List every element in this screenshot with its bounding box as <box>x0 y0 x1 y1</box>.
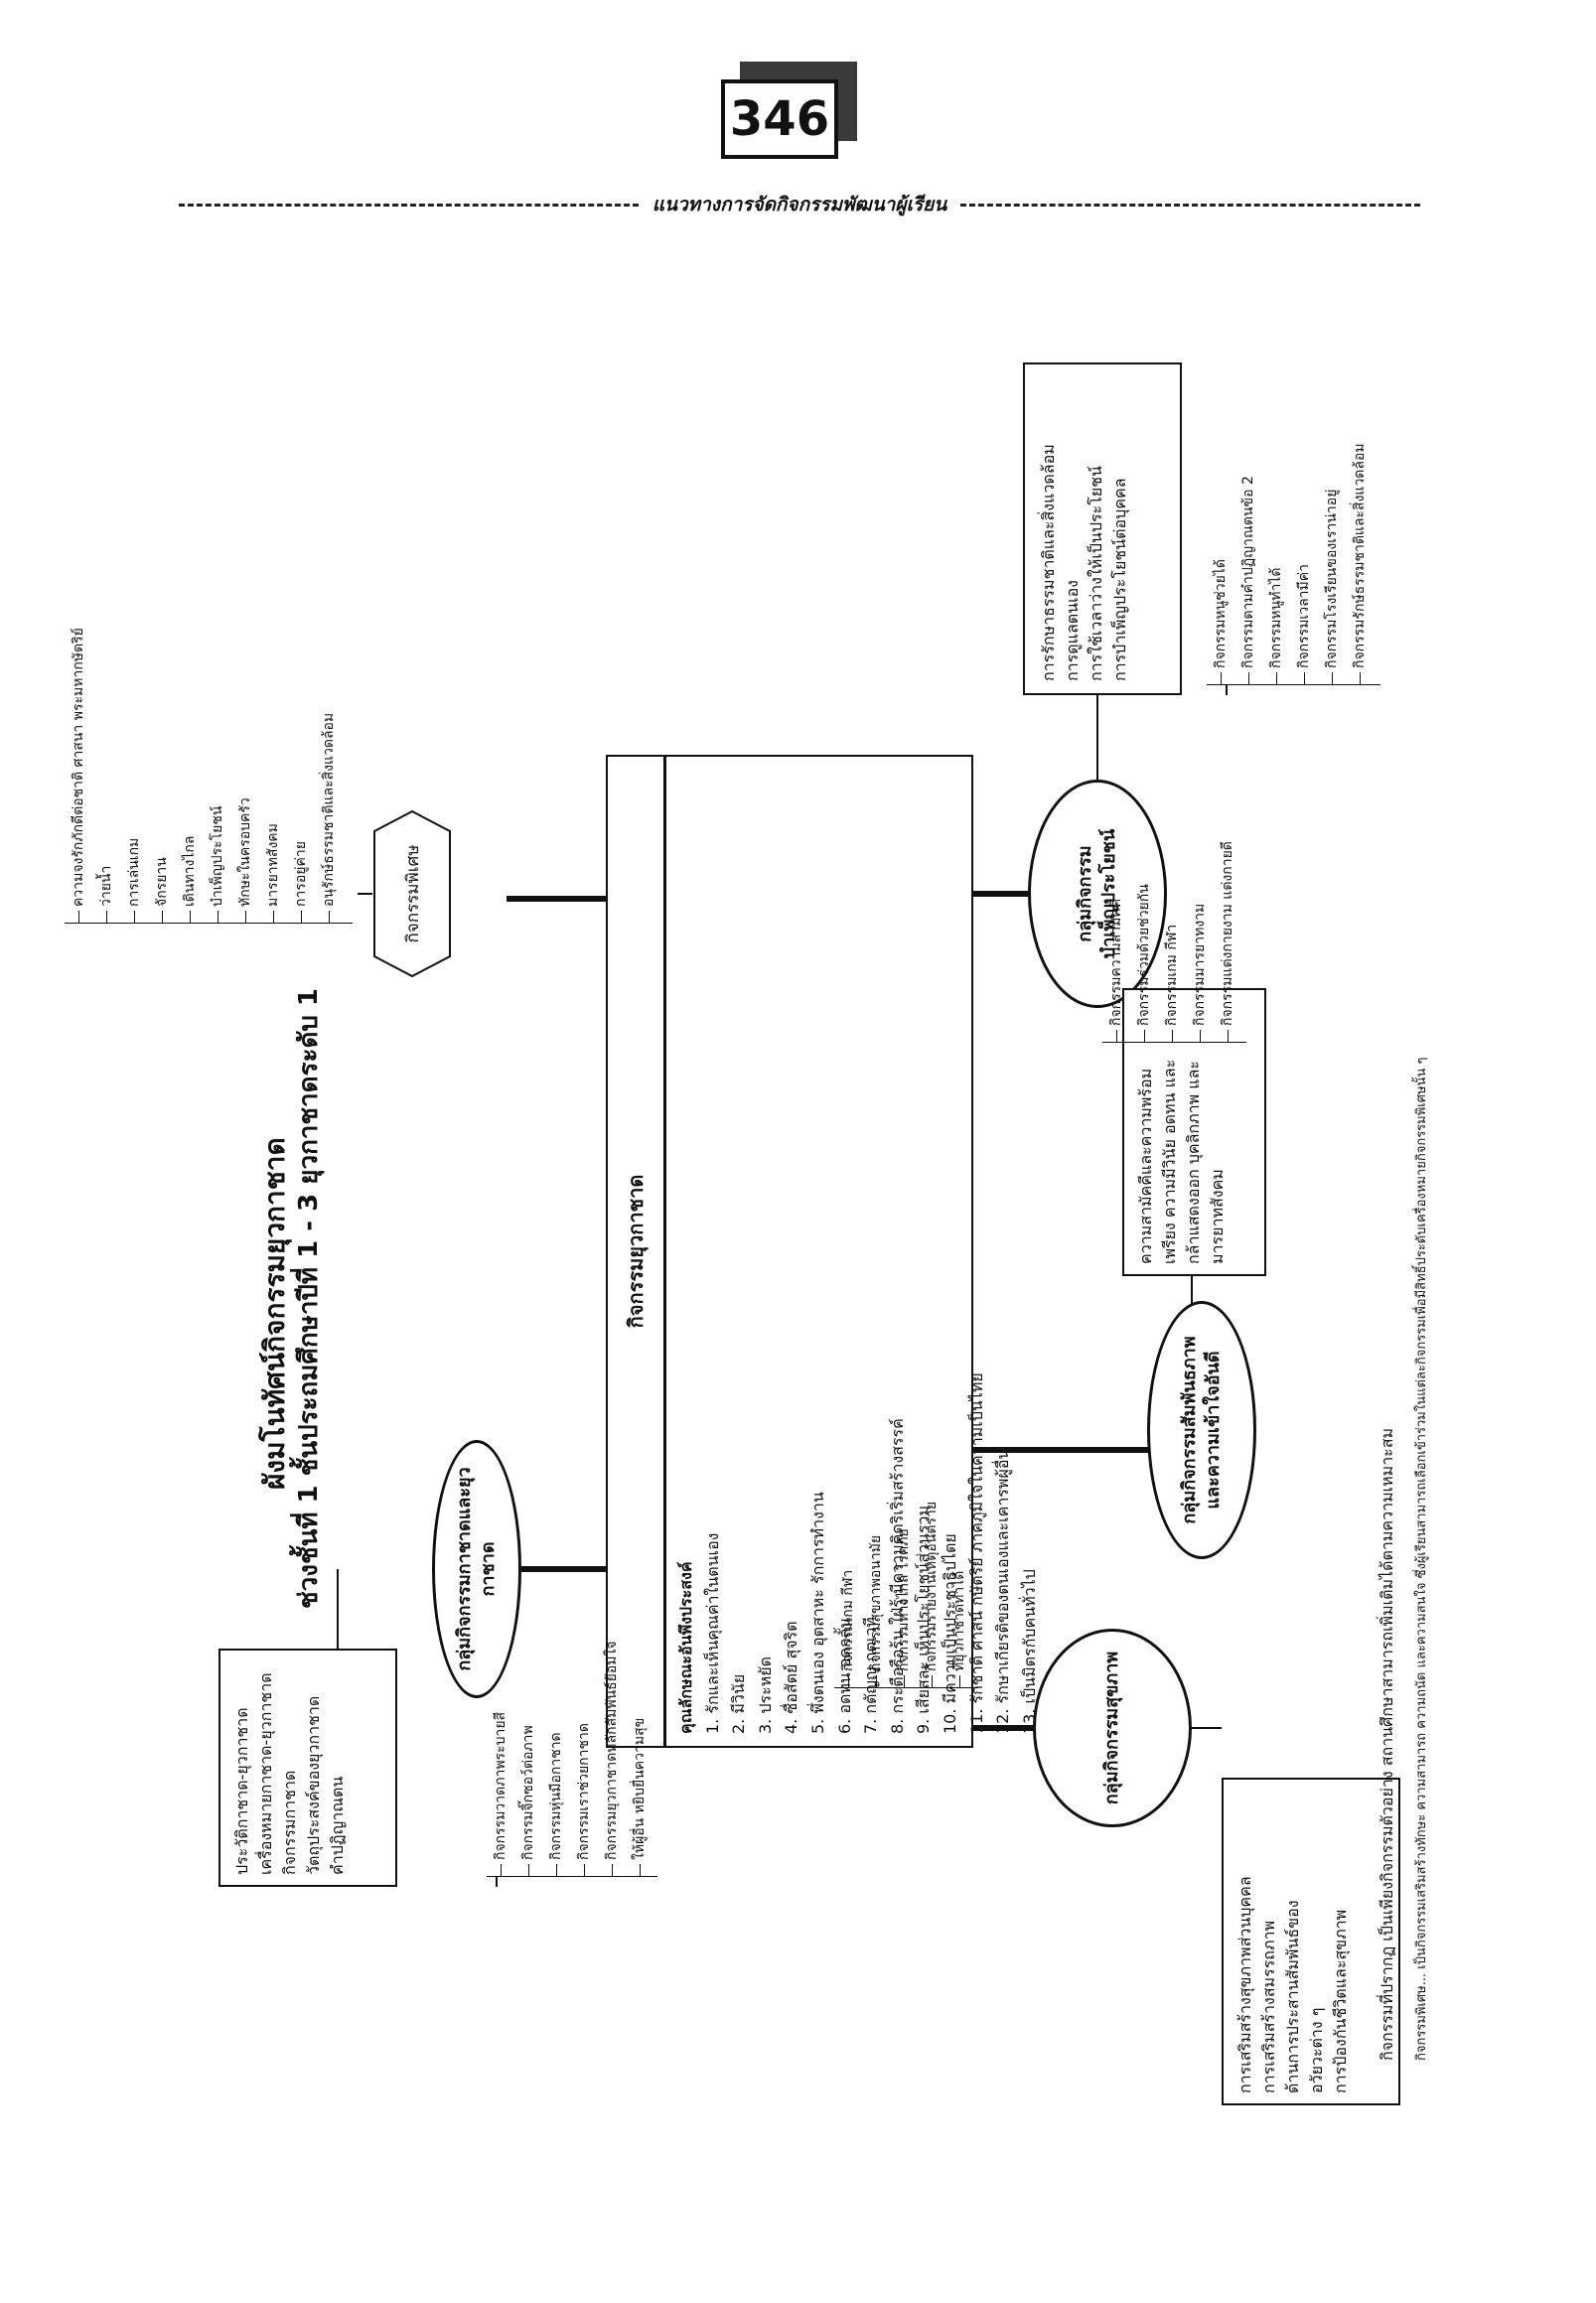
center-subtitle: คุณลักษณะอันพึงประสงค์ <box>676 1561 695 1734</box>
relations-activity: กิจกรรมความสามัคคี <box>1102 841 1130 1042</box>
special-activity: บำเพ็ญประโยชน์ <box>204 628 231 923</box>
health-topic: การเสริมสร้างสมรรถภาพ <box>1259 1920 1278 2093</box>
health-topic: ด้านการประสานสัมพันธ์ของ <box>1283 1900 1302 2093</box>
service-topic: การใช้เวลาว่างให้เป็นประโยชน์ <box>1087 466 1105 681</box>
history-activity: กิจกรรมจิ๊กซอว์ต่อภาพ <box>514 1641 542 1876</box>
trait-item: 3. ประหยัด <box>755 1655 775 1734</box>
footnote-2: กิจกรรมพิเศษ... เป็นกิจกรรมเสริมสร้างทัก… <box>1414 1057 1429 2061</box>
trait-item: 13. เป็นมิตรกับคนทั่วไป <box>1019 1569 1039 1734</box>
relations-activity: กิจกรรมร่วมด้วยช่วยกัน <box>1130 841 1158 1042</box>
history-topic: คำปฏิญาณตน <box>328 1776 347 1875</box>
special-activity: การเล่นเกม <box>120 628 148 923</box>
header-title: แนวทางการจัดกิจกรรมพัฒนาผู้เรียน <box>652 194 947 216</box>
service-activity: กิจกรรมเวลามีค่า <box>1290 443 1318 684</box>
health-activity: กิจกรรมห่างไกล โรคภัย <box>890 1502 918 1687</box>
special-activity: ทักษะในครอบครัว <box>231 628 259 923</box>
health-activity: กิจกรรมสุขภาพอนามัย <box>862 1502 890 1687</box>
history-activity: กิจกรรมเราช่วยกาชาด <box>570 1641 598 1876</box>
running-header: แนวทางการจัดกิจกรรมพัฒนาผู้เรียน <box>179 194 1421 216</box>
health-group-oval: กลุ่มกิจกรรมสุขภาพ <box>1033 1629 1192 1827</box>
service-activity: กิจกรรมรักษ์ธรรมชาติและสิ่งแวดล้อม <box>1346 443 1374 684</box>
service-topic: การดูแลตนเอง <box>1063 580 1082 681</box>
health-topic: การป้องกันชีวิตและสุขภาพ <box>1331 1909 1350 2093</box>
diagram-subtitle: ช่วงชั้นที่ 1 ชั้นประถมศึกษาปีที่ 1 - 3 … <box>288 988 329 1609</box>
special-activity: อนุรักษ์ธรรมชาติและสิ่งแวดล้อม <box>315 628 343 923</box>
connector-lines <box>337 680 1361 1957</box>
title-line-2: ช่วงชั้นที่ 1 ชั้นประถมศึกษาปีที่ 1 - 3 … <box>294 987 324 1609</box>
service-activity: กิจกรรมตามคำปฏิญาณตนข้อ 2 <box>1234 443 1262 684</box>
service-activity: กิจกรรมหนูช่วยได้ <box>1207 443 1234 684</box>
history-topic: เครื่องหมายกาชาด-ยุวกาชาด <box>256 1672 275 1875</box>
service-activity: กิจกรรมโรงเรียนของเราน่าอยู่ <box>1318 443 1346 684</box>
health-activity: กิจกรรมรายงานเหตุอันตราย <box>918 1502 945 1687</box>
health-activity: กิจกรรมเกม กีฬา <box>834 1502 862 1687</box>
relations-group-label-1: กลุ่มกิจกรรมสัมพันธภาพ <box>1178 1336 1200 1524</box>
health-topic: อวัยวะต่าง ๆ <box>1307 2007 1326 2093</box>
footnote-1: กิจกรรมที่ปรากฏ เป็นเพียงกิจกรรมตัวอย่าง… <box>1378 1427 1396 2061</box>
service-activities: กิจกรรมหนูช่วยได้ กิจกรรมตามคำปฏิญาณตนข้… <box>1207 443 1380 685</box>
service-topic: การบำเพ็ญประโยชน์ต่อบุคคล <box>1110 478 1129 681</box>
trait-item: 1. รักและเห็นคุณค่าในตนเอง <box>702 1532 722 1735</box>
history-topic: กิจกรรมกาชาด <box>280 1770 299 1875</box>
relations-activity: กิจกรรมมารยาทงาม <box>1186 841 1214 1042</box>
special-activity: เดินทางไกล <box>176 628 204 923</box>
special-activities: ความจงรักภักดีต่อชาติ ศาสนา พระมหากษัตริ… <box>65 628 353 924</box>
trait-item: 12. รักษาเกียรติของตนเองและเคารพผู้อื่น <box>993 1448 1013 1734</box>
health-topic: การเสริมสร้างสุขภาพส่วนบุคคล <box>1235 1876 1254 2093</box>
hexagon-shape <box>373 809 451 978</box>
concept-map: ผังมโนทัศน์กิจกรรมยุวกาชาด ช่วงชั้นที่ 1… <box>65 338 1410 2125</box>
history-activity: กิจกรรมวาดภาพระบายสี <box>487 1641 514 1876</box>
history-box: ประวัติกาชาด-ยุวกาชาด เครื่องหมายกาชาด-ย… <box>218 1649 397 1887</box>
relations-group-label-2: และความเข้าใจอันดี <box>1203 1351 1224 1510</box>
special-group-label: กิจกรรมพิเศษ <box>402 844 423 943</box>
health-group-label: กลุ่มกิจกรรมสุขภาพ <box>1100 1651 1122 1805</box>
special-activity: การอยู่ค่าย <box>287 628 315 923</box>
relations-activities: กิจกรรมความสามัคคี กิจกรรมร่วมด้วยช่วยกั… <box>1102 841 1246 1043</box>
health-box: การเสริมสร้างสุขภาพส่วนบุคคล การเสริมสร้… <box>1222 1778 1400 2105</box>
center-title: กิจกรรมยุวกาชาด <box>608 757 666 1746</box>
relations-activity: กิจกรรมแต่งกายงาม แต่งกายดี <box>1214 841 1241 1042</box>
special-activity: ความจงรักภักดีต่อชาติ ศาสนา พระมหากษัตริ… <box>65 628 92 923</box>
health-topics: การเสริมสร้างสุขภาพส่วนบุคคล การเสริมสร้… <box>1233 1790 1353 2093</box>
health-activity: ที่ยุวกาชาดทำได้ <box>945 1502 973 1687</box>
history-activity: กิจกรรมหุ่นมือกาชาด <box>542 1641 570 1876</box>
trait-item: 4. ซื่อสัตย์ สุจริต <box>782 1621 801 1734</box>
service-group-label-1: กลุ่มกิจกรรม <box>1074 845 1095 942</box>
history-activity: กิจกรรมยุวกาชาดหลักสัมพันธ์ย้อมใจ <box>598 1641 626 1876</box>
history-topic: วัตถุประสงค์ของยุวกาชาด <box>304 1695 323 1875</box>
special-group-hexagon: กิจกรรมพิเศษ <box>372 809 452 978</box>
service-topics: การรักษาธรรมชาติและสิ่งแวดล้อม การดูแลตน… <box>1037 376 1132 681</box>
relations-group-oval: กลุ่มกิจกรรมสัมพันธภาพ และความเข้าใจอันด… <box>1147 1301 1256 1559</box>
history-topic: ประวัติกาชาด-ยุวกาชาด <box>232 1707 251 1875</box>
header-rule-left <box>179 203 639 207</box>
history-activities: กิจกรรมวาดภาพระบายสี กิจกรรมจิ๊กซอว์ต่อภ… <box>487 1641 657 1877</box>
service-box: การรักษาธรรมชาติและสิ่งแวดล้อม การดูแลตน… <box>1023 362 1182 695</box>
trait-item: 2. มีวินัย <box>729 1673 749 1734</box>
health-activities: กิจกรรมเกม กีฬา กิจกรรมสุขภาพอนามัย กิจก… <box>834 1501 978 1688</box>
relations-activity: กิจกรรมเกม กีฬา <box>1158 841 1186 1042</box>
history-topics: ประวัติกาชาด-ยุวกาชาด เครื่องหมายกาชาด-ย… <box>230 1660 350 1875</box>
header-rule-right <box>960 203 1421 207</box>
special-activity: ว่ายน้ำ <box>92 628 120 923</box>
special-activity: มารยาทสังคม <box>259 628 287 923</box>
service-activity: กิจกรรมหนูทำได้ <box>1262 443 1290 684</box>
service-topic: การรักษาธรรมชาติและสิ่งแวดล้อม <box>1039 444 1058 681</box>
special-activity: จักรยาน <box>148 628 176 923</box>
page-number: 346 <box>721 79 838 159</box>
trait-item: 5. พึ่งตนเอง อุตสาหะ รักการทำงาน <box>807 1492 827 1734</box>
history-activity: ให้ผู้อื่น หยิบยื่นความสุข <box>626 1641 653 1876</box>
